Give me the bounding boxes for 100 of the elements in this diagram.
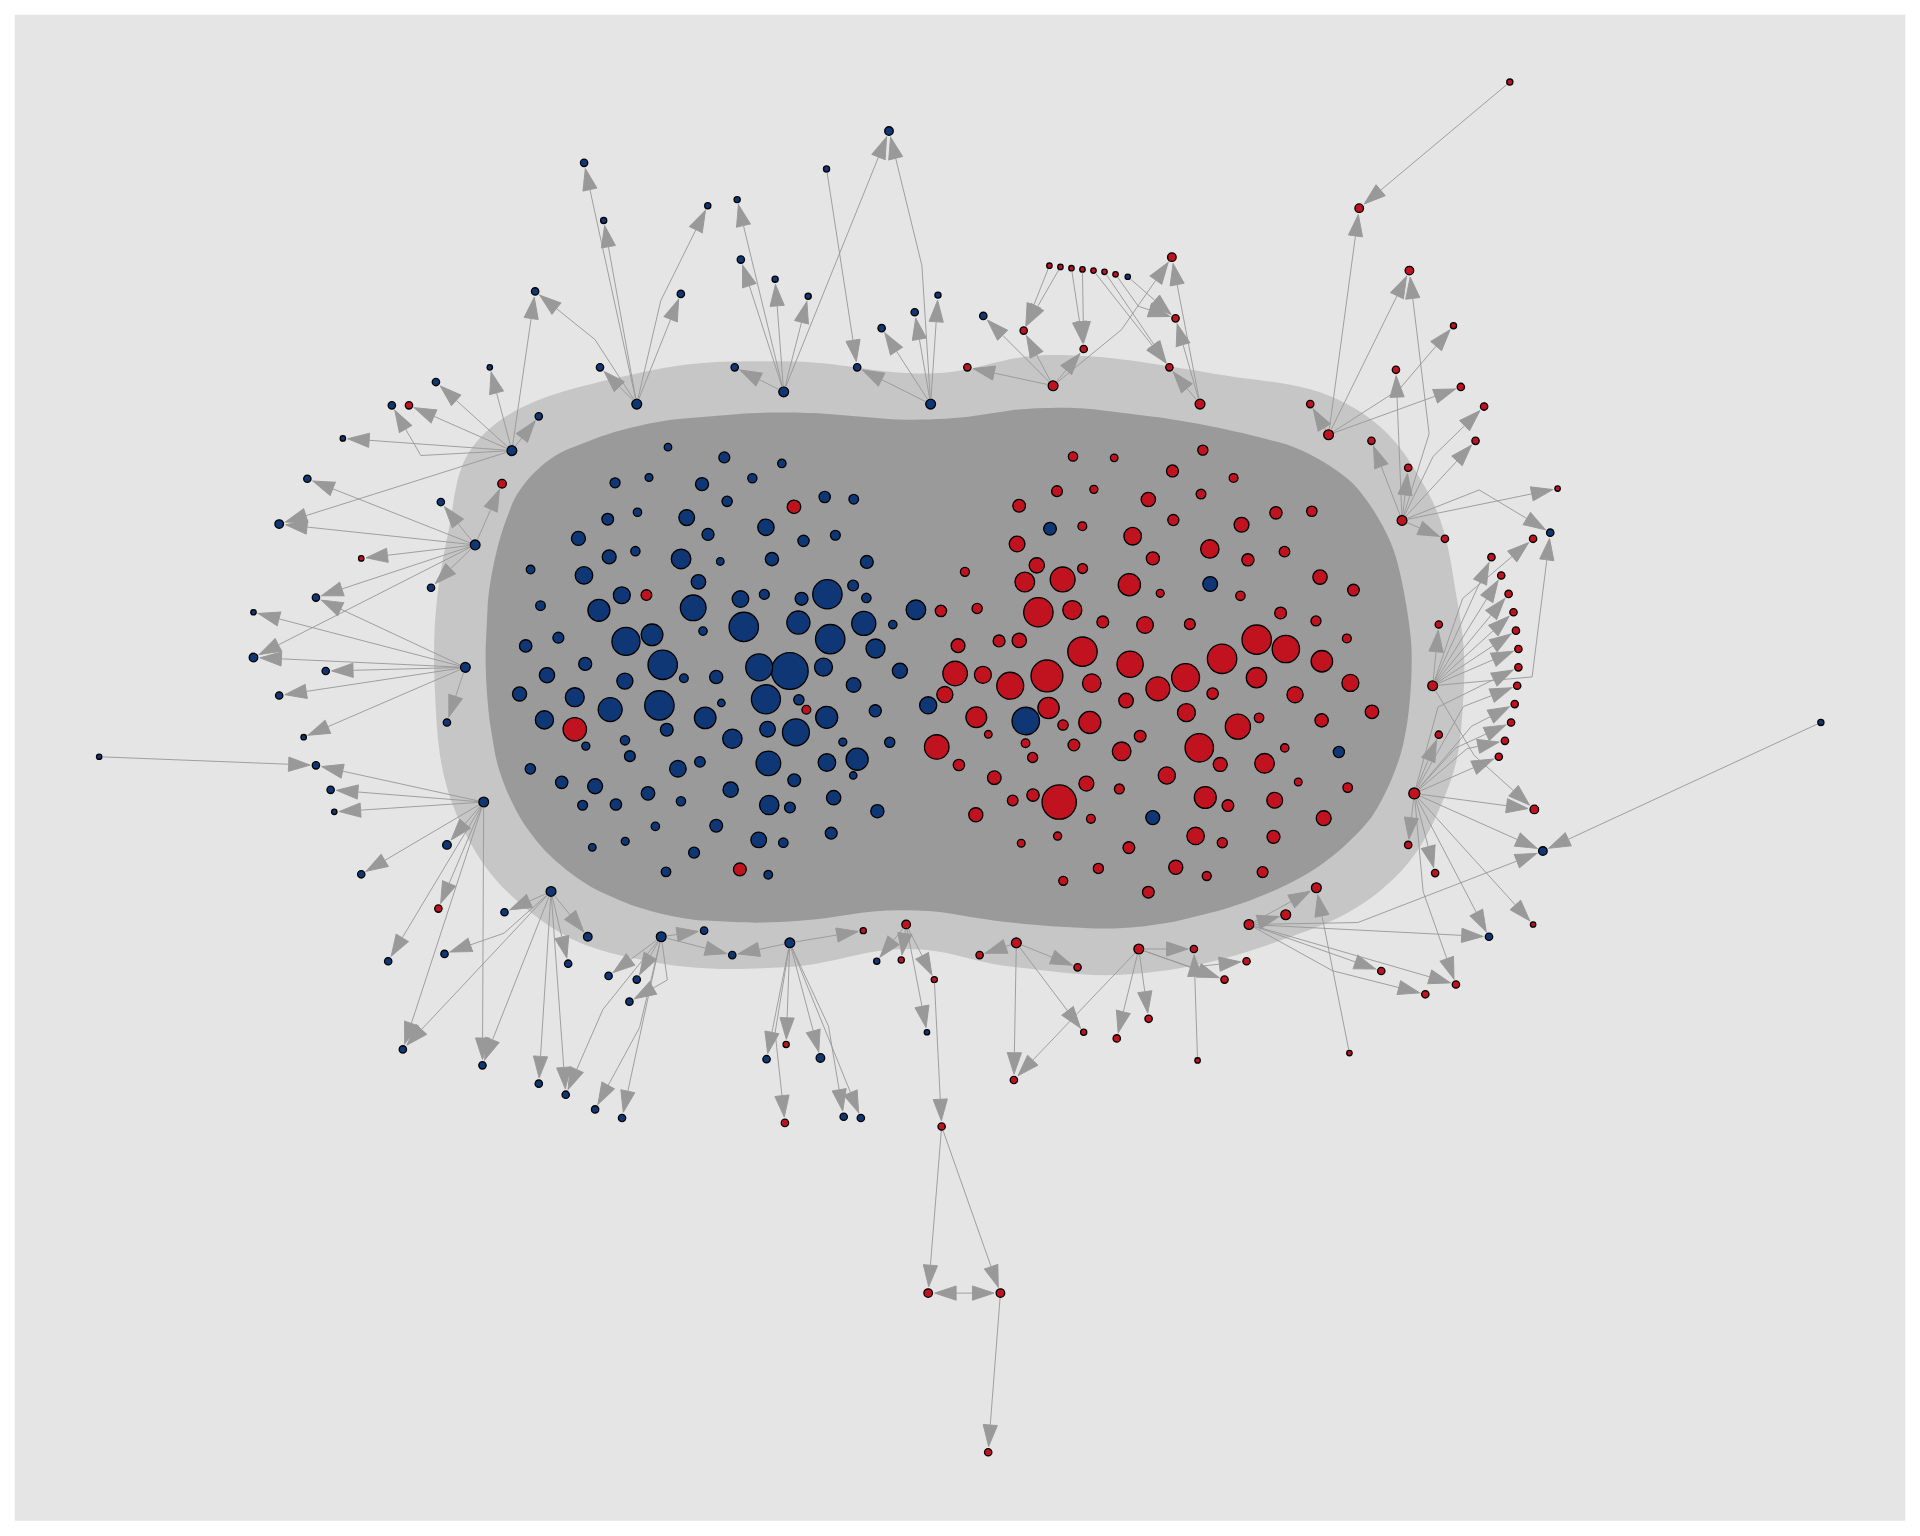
arrow (790, 948, 821, 1053)
node-circle (1212, 757, 1228, 773)
node-circle (564, 687, 585, 708)
arrow (932, 983, 948, 1122)
arrow (1416, 798, 1487, 933)
arrow (922, 1130, 942, 1288)
node-circle (616, 672, 634, 690)
arrow (312, 480, 471, 544)
node-circle (770, 652, 809, 691)
node-circle (759, 721, 776, 738)
arrow (1435, 580, 1499, 682)
node-circle (923, 734, 950, 761)
arrow (739, 369, 780, 391)
arrow (259, 651, 461, 668)
arrow (794, 927, 859, 943)
arrow (826, 172, 861, 363)
node-circle (750, 684, 782, 715)
arrow (512, 296, 539, 446)
arrow (567, 940, 659, 1091)
arrow (982, 1297, 1001, 1448)
node-circle (891, 662, 909, 680)
node-circle (851, 610, 877, 637)
node-circle (1176, 703, 1197, 723)
arrow (550, 896, 572, 1090)
arrow (539, 294, 635, 401)
node-circle (1145, 676, 1171, 702)
arrow (1437, 538, 1555, 686)
arrow (742, 264, 783, 388)
node-circle (1011, 632, 1028, 649)
node-circle (950, 638, 966, 654)
arrow (551, 896, 570, 959)
node-circle (587, 598, 611, 623)
node-circle (1030, 659, 1064, 693)
arrow (1021, 944, 1073, 966)
arrow (307, 669, 461, 736)
node-circle (1271, 634, 1301, 664)
arrow (509, 893, 547, 911)
arrow (784, 301, 809, 388)
node-circle (1078, 711, 1102, 735)
arrow (476, 489, 500, 541)
node-circle (1315, 810, 1332, 827)
node-circle (1123, 527, 1143, 546)
arrow (554, 895, 585, 933)
node-circle (1364, 704, 1380, 720)
arrow (1436, 633, 1512, 684)
arrow (603, 371, 634, 401)
arrow (1026, 269, 1060, 327)
node-circle (570, 531, 587, 547)
arrow (448, 672, 464, 718)
node-circle (757, 518, 775, 537)
node-circle (1286, 686, 1304, 704)
node-circle (1062, 600, 1083, 621)
double-arrow (934, 1285, 995, 1301)
node-circle (1310, 650, 1334, 673)
arrow (1428, 630, 1444, 681)
node-circle (1111, 741, 1132, 762)
arrow (1056, 262, 1169, 383)
arrow (1253, 927, 1421, 996)
arrow (1404, 410, 1481, 517)
node-circle (1023, 597, 1054, 628)
node-circle (1341, 674, 1360, 693)
arrow (764, 948, 790, 1055)
arrow (736, 204, 783, 388)
arrow (1172, 371, 1197, 401)
node-circle (538, 667, 556, 684)
node-circle (1202, 576, 1219, 593)
arrow (1435, 598, 1506, 683)
node-circle (755, 750, 782, 777)
arrow (791, 947, 847, 1112)
arrow (365, 545, 471, 564)
node-circle (1206, 643, 1238, 675)
node-circle (1186, 826, 1205, 846)
arrow (666, 927, 699, 943)
arrow (321, 546, 471, 597)
arrow (514, 420, 536, 447)
node-circle (1028, 557, 1046, 574)
arrow (1143, 950, 1220, 979)
arrow (1419, 795, 1538, 850)
node-circle (601, 549, 617, 565)
arrow (1253, 890, 1311, 923)
node-circle (781, 718, 811, 747)
arrow (1418, 797, 1531, 922)
arrow (884, 332, 929, 401)
node-circle (1312, 569, 1328, 586)
arrow (450, 806, 481, 841)
node-circle (845, 747, 869, 772)
node-circle (611, 626, 641, 657)
arrow (1403, 276, 1430, 516)
node-circle (1118, 692, 1134, 709)
node-circle (1170, 663, 1201, 693)
arrow (1253, 914, 1280, 930)
arrow (532, 896, 552, 1079)
arrow (1019, 947, 1081, 1029)
arrow (1328, 214, 1363, 430)
node-circle (612, 586, 631, 605)
node-circle (996, 671, 1025, 701)
arrow (779, 948, 795, 1040)
node-circle (905, 599, 927, 621)
node-circle (640, 786, 656, 802)
arrow (1405, 444, 1473, 518)
